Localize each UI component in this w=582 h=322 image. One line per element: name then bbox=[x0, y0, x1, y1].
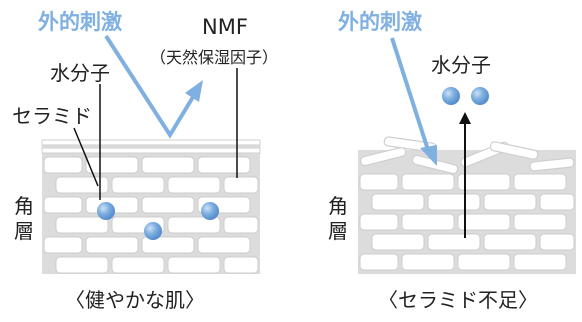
corneocyte-brick bbox=[55, 176, 109, 194]
stratum-label-left-1: 角 bbox=[14, 194, 34, 218]
corneocyte-brick bbox=[513, 173, 567, 191]
surface-flake bbox=[489, 141, 539, 160]
surface-layer-1 bbox=[41, 139, 261, 146]
corneocyte-brick bbox=[457, 173, 511, 191]
corneocyte-brick bbox=[359, 173, 399, 191]
nmf-label: NMF bbox=[202, 15, 248, 39]
corneocyte-brick bbox=[539, 193, 575, 211]
ceramide-leader-line bbox=[73, 127, 99, 187]
corneocyte-brick bbox=[43, 236, 83, 254]
ceramide-label: セラミド bbox=[12, 104, 92, 128]
corneocyte-brick bbox=[359, 213, 399, 231]
stimulus-label-right: 外的刺激 bbox=[338, 10, 422, 34]
lifted-surface-flakes bbox=[359, 136, 575, 175]
corneocyte-brick bbox=[457, 253, 511, 271]
water-loss-arrowhead bbox=[459, 112, 471, 124]
corneocyte-brick bbox=[55, 256, 109, 274]
corneocyte-brick bbox=[427, 233, 481, 251]
corneocyte-brick bbox=[371, 233, 425, 251]
surface-flake bbox=[359, 146, 407, 167]
corneocyte-brick bbox=[359, 253, 399, 271]
corneocyte-brick bbox=[401, 213, 455, 231]
corneocyte-brick bbox=[55, 216, 109, 234]
stimulus-label-left: 外的刺激 bbox=[38, 10, 122, 34]
corneocyte-brick bbox=[371, 193, 425, 211]
stratum-label-left-2: 層 bbox=[14, 219, 34, 243]
corneocyte-brick bbox=[85, 156, 139, 174]
corneocyte-brick bbox=[401, 253, 455, 271]
corneocyte-brick bbox=[457, 213, 511, 231]
stimulus-arrow-left bbox=[104, 34, 198, 139]
corneocyte-brick bbox=[111, 176, 165, 194]
stratum-label-right-2: 層 bbox=[328, 219, 348, 243]
nmf-sub-label: （天然保湿因子） bbox=[150, 48, 278, 67]
corneocyte-brick bbox=[539, 233, 575, 251]
water-molecule bbox=[97, 202, 115, 220]
water-label-left: 水分子 bbox=[50, 61, 110, 85]
corneocyte-brick bbox=[197, 236, 251, 254]
corneocyte-brick bbox=[141, 196, 195, 214]
stratum-label-right-1: 角 bbox=[328, 194, 348, 218]
surface-flake bbox=[529, 157, 575, 172]
corneocyte-brick bbox=[483, 193, 537, 211]
water-molecule bbox=[144, 222, 162, 240]
water-label-right: 水分子 bbox=[431, 53, 491, 77]
corneocyte-brick bbox=[167, 216, 221, 234]
corneocyte-brick bbox=[43, 196, 83, 214]
corneocyte-brick bbox=[401, 173, 455, 191]
caption-right: 〈セラミド不足〉 bbox=[378, 288, 538, 312]
corneocyte-bricks-right bbox=[359, 173, 575, 271]
corneocyte-brick bbox=[223, 256, 259, 274]
corneocyte-brick bbox=[427, 193, 481, 211]
surface-layer-2 bbox=[41, 147, 261, 154]
corneocyte-brick bbox=[223, 216, 259, 234]
healthy-skin-panel: 外的刺激 NMF （天然保湿因子） 水分子 セラミド 角 層 〈健やかな肌〉 bbox=[12, 10, 278, 312]
water-molecule bbox=[471, 87, 489, 105]
corneocyte-brick bbox=[197, 156, 251, 174]
ceramide-deficient-panel: 外的刺激 水分子 角 層 〈セラミド不足〉 bbox=[328, 10, 576, 312]
corneocyte-brick bbox=[513, 213, 567, 231]
corneocyte-brick bbox=[223, 176, 259, 194]
corneocyte-brick bbox=[141, 156, 195, 174]
corneocyte-brick bbox=[111, 256, 165, 274]
stimulus-arrow-right bbox=[390, 37, 430, 151]
corneocyte-brick bbox=[167, 176, 221, 194]
stimulus-arrowhead-left bbox=[185, 80, 203, 102]
stimulus-arrowhead-right bbox=[420, 145, 437, 166]
water-molecule bbox=[201, 202, 219, 220]
corneocyte-brick bbox=[141, 236, 195, 254]
corneocyte-brick bbox=[513, 253, 567, 271]
corneocyte-brick bbox=[43, 156, 83, 174]
caption-left: 〈健やかな肌〉 bbox=[65, 288, 205, 312]
corneocyte-brick bbox=[167, 256, 221, 274]
corneocyte-brick bbox=[85, 236, 139, 254]
corneocyte-brick bbox=[483, 233, 537, 251]
water-molecule bbox=[442, 87, 460, 105]
